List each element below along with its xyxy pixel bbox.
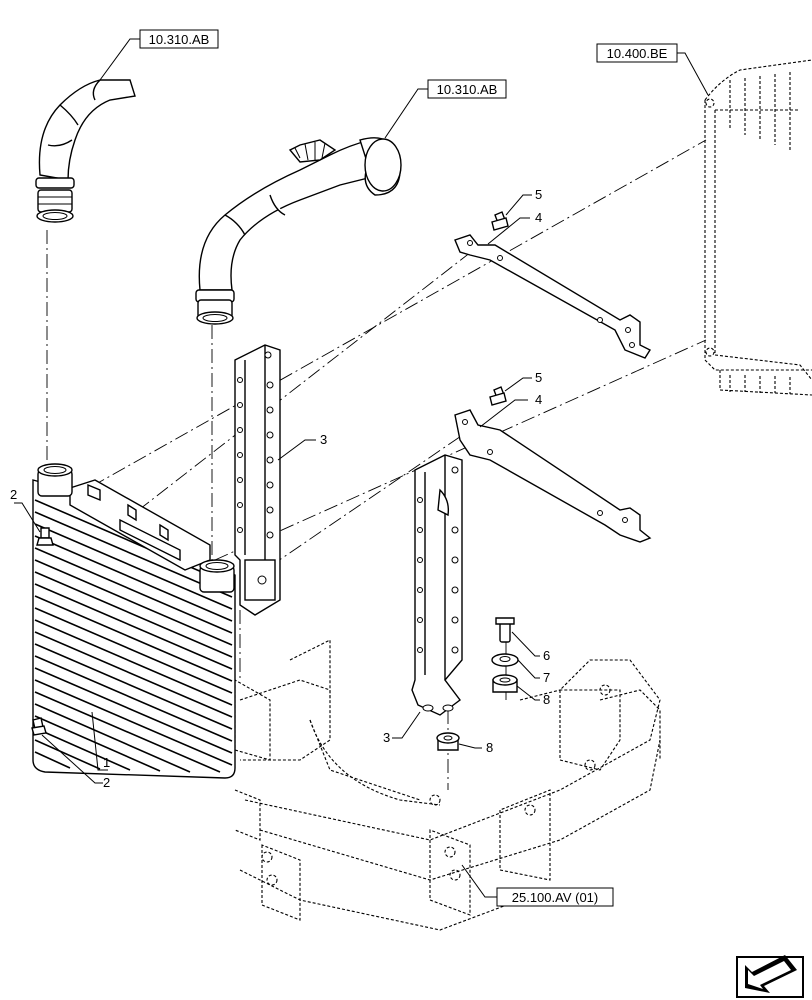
callout-1: 1 bbox=[91, 711, 110, 771]
callout-4-lower: 4 bbox=[479, 392, 542, 428]
callout-2-bottom-label: 2 bbox=[103, 775, 110, 790]
ref-frame-label: 25.100.AV (01) bbox=[512, 890, 598, 905]
callout-2-bottom: 2 bbox=[41, 734, 110, 790]
callout-3-lower: 3 bbox=[383, 711, 421, 745]
intercooler-fins bbox=[34, 499, 233, 773]
callout-1-label: 1 bbox=[103, 755, 110, 770]
callout-4-upper: 4 bbox=[487, 210, 542, 245]
callout-8-upper: 8 bbox=[516, 685, 550, 707]
callouts: 1 2 2 3 3 4 4 5 bbox=[10, 187, 550, 790]
strap-4-lower bbox=[454, 409, 652, 543]
frame-outline bbox=[234, 639, 661, 931]
callout-7: 7 bbox=[517, 659, 550, 685]
callout-3-upper-label: 3 bbox=[320, 432, 327, 447]
callout-3-lower-label: 3 bbox=[383, 730, 390, 745]
callout-5-upper: 5 bbox=[505, 187, 542, 216]
bolt-2-bottom bbox=[31, 717, 47, 736]
ref-radiator-label: 10.400.BE bbox=[607, 46, 668, 61]
callout-4-upper-label: 4 bbox=[535, 210, 542, 225]
callout-4-lower-label: 4 bbox=[535, 392, 542, 407]
callout-2-top: 2 bbox=[10, 487, 41, 533]
radiator-outline bbox=[704, 59, 812, 396]
ref-right-hose-label: 10.310.AB bbox=[437, 82, 498, 97]
bracket-3-lower bbox=[411, 454, 463, 716]
washer-7 bbox=[491, 653, 519, 667]
ref-box-right-hose[interactable]: 10.310.AB bbox=[384, 79, 507, 139]
next-page-arrow-icon[interactable] bbox=[736, 955, 804, 998]
callout-6: 6 bbox=[511, 631, 550, 663]
strap-4-upper bbox=[454, 234, 652, 359]
callout-5-lower: 5 bbox=[504, 370, 542, 392]
ref-box-left-hose[interactable]: 10.310.AB bbox=[99, 29, 219, 81]
callout-5-upper-label: 5 bbox=[535, 187, 542, 202]
bolt-2-top bbox=[36, 527, 54, 546]
rubber-mount-8-lower bbox=[436, 732, 460, 751]
callout-8-upper-label: 8 bbox=[543, 692, 550, 707]
bolt-5-upper bbox=[491, 211, 509, 231]
callout-8-lower-label: 8 bbox=[486, 740, 493, 755]
ref-left-hose-label: 10.310.AB bbox=[149, 32, 210, 47]
left-intake-hose bbox=[35, 79, 136, 223]
callout-2-top-label: 2 bbox=[10, 487, 17, 502]
callout-7-label: 7 bbox=[543, 670, 550, 685]
callout-5-lower-label: 5 bbox=[535, 370, 542, 385]
bracket-3-upper bbox=[234, 344, 281, 616]
bolt-5-lower bbox=[489, 386, 507, 406]
callout-8-lower: 8 bbox=[458, 740, 493, 755]
rubber-mount-8-upper bbox=[492, 674, 518, 693]
ref-box-radiator[interactable]: 10.400.BE bbox=[596, 43, 709, 96]
right-intake-hose bbox=[195, 137, 402, 325]
bolt-6 bbox=[495, 617, 515, 643]
callout-3-upper: 3 bbox=[277, 432, 327, 461]
ref-box-frame[interactable]: 25.100.AV (01) bbox=[461, 864, 614, 907]
callout-6-label: 6 bbox=[543, 648, 550, 663]
intercooler bbox=[32, 463, 236, 779]
